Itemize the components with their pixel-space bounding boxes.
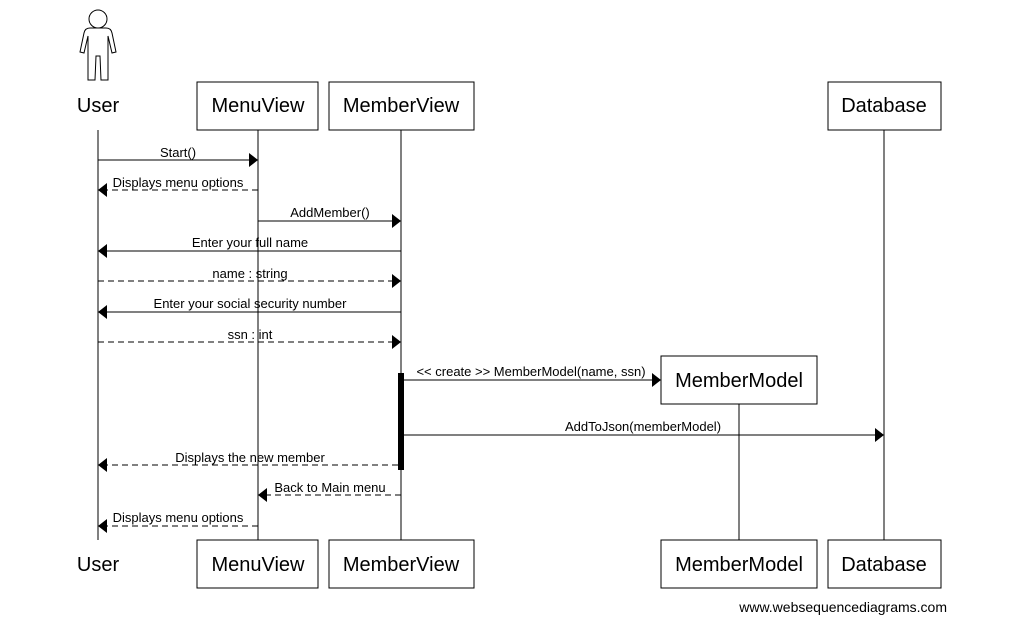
message-displays-menu-options-2: Displays menu options [98,510,258,533]
svg-text:Back to Main menu: Back to Main menu [274,480,385,495]
message-ssn-int: ssn : int [98,327,401,349]
svg-text:Enter your full name: Enter your full name [192,235,308,250]
svg-text:MemberView: MemberView [343,95,460,117]
svg-text:MemberView: MemberView [343,554,460,576]
message-displays-menu-options-1: Displays menu options [98,175,258,197]
participant-user-bottom: User [77,554,120,576]
footer-watermark: www.websequencediagrams.com [738,599,947,615]
svg-text:Displays menu options: Displays menu options [113,175,244,190]
participant-database-bottom: Database [827,539,942,589]
participant-memberview-top: MemberView [328,81,475,131]
svg-text:MemberModel: MemberModel [675,554,803,576]
svg-text:Displays the new member: Displays the new member [175,450,325,465]
participant-menuview-top: MenuView [196,81,319,131]
message-name-string: name : string [98,266,401,288]
svg-text:Database: Database [841,95,927,117]
svg-text:ssn : int: ssn : int [228,327,273,342]
svg-text:AddMember(): AddMember() [290,205,369,220]
svg-text:MenuView: MenuView [211,554,305,576]
participant-database-top: Database [827,81,942,131]
svg-text:MemberModel: MemberModel [675,370,803,392]
message-enter-full-name: Enter your full name [98,235,401,258]
svg-text:Enter your social security num: Enter your social security number [154,296,348,311]
message-back-to-main-menu: Back to Main menu [258,480,401,502]
svg-text:AddToJson(memberModel): AddToJson(memberModel) [565,419,721,434]
message-displays-new-member: Displays the new member [98,450,398,472]
svg-text:<< create >> MemberModel(name,: << create >> MemberModel(name, ssn) [416,364,645,379]
message-add-to-json: AddToJson(memberModel) [404,419,884,442]
actor-user-icon [79,9,117,81]
participant-memberview-bottom: MemberView [328,539,475,589]
svg-text:Start(): Start() [160,145,196,160]
message-start: Start() [98,145,258,167]
svg-text:Displays menu options: Displays menu options [113,510,244,525]
svg-text:Database: Database [841,554,927,576]
activation-bar-memberview [398,373,404,470]
svg-text:MenuView: MenuView [211,95,305,117]
message-add-member: AddMember() [258,205,401,228]
svg-text:name : string: name : string [212,266,287,281]
message-enter-ssn: Enter your social security number [98,296,401,319]
participant-user-top: User [77,95,120,117]
participant-membermodel-created: MemberModel [660,355,818,405]
participant-membermodel-bottom: MemberModel [660,539,818,589]
message-create-member-model: << create >> MemberModel(name, ssn) [404,364,661,387]
participant-menuview-bottom: MenuView [196,539,319,589]
